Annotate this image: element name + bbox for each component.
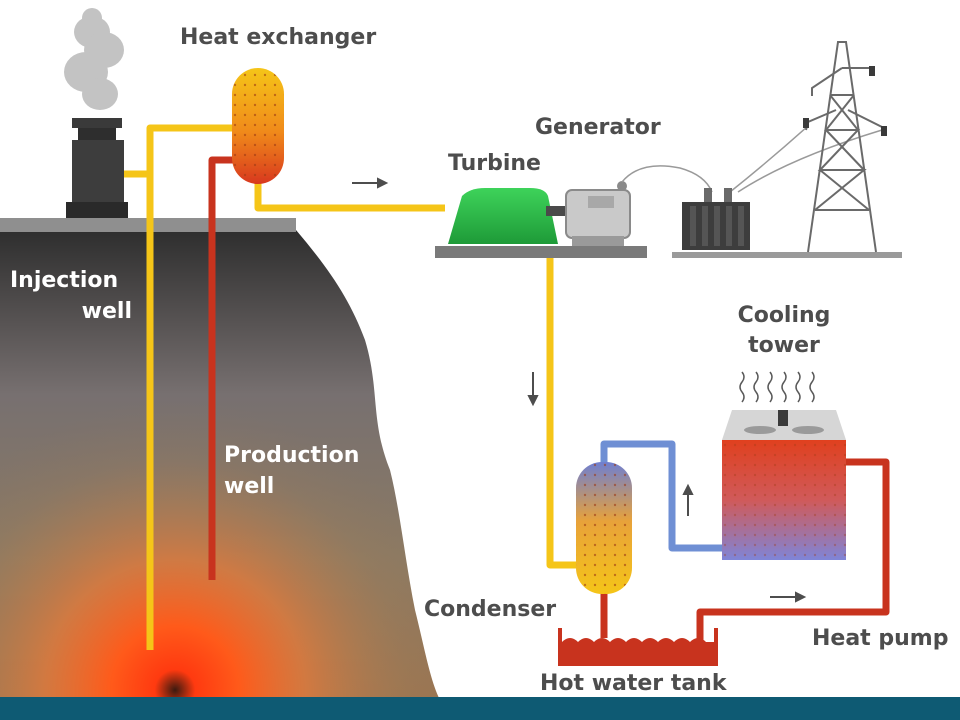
heat-exchanger (232, 68, 284, 184)
label-production-well-line1: Production (224, 443, 359, 468)
label-turbine: Turbine (448, 151, 541, 176)
condenser (576, 462, 632, 594)
flow-arrow-right-bottom (770, 591, 807, 603)
label-heat-pump: Heat pump (812, 626, 948, 651)
label-production-well-line2: well (224, 474, 274, 499)
label-heat-exchanger: Heat exchanger (180, 25, 376, 50)
flow-arrow-up (682, 483, 694, 516)
magma-glow (0, 230, 440, 700)
pylon-insulators (803, 66, 887, 136)
heat-waves-icon (739, 371, 815, 403)
stack-building (66, 118, 128, 218)
label-cooling-tower-line1: Cooling (738, 303, 831, 328)
hot-water-tank (558, 628, 718, 666)
hot-fluid-pipe (124, 124, 578, 650)
turbine-platform (435, 246, 647, 258)
flow-arrow-down (527, 372, 539, 407)
heat-pump-pipe (696, 458, 890, 640)
label-injection-well-line1: Injection (10, 268, 118, 293)
label-condenser: Condenser (424, 597, 556, 622)
steam-plume (64, 8, 124, 110)
transformer (682, 188, 750, 250)
flow-arrow-right-top (352, 177, 389, 189)
generator (565, 181, 631, 246)
electric-wires (621, 125, 883, 193)
label-generator: Generator (535, 115, 661, 140)
power-pylon (805, 41, 885, 253)
label-cooling-tower-line2: tower (748, 333, 820, 358)
power-ground (672, 252, 902, 258)
label-injection-well-line2: well (82, 299, 132, 324)
label-hot-water-tank: Hot water tank (540, 671, 728, 696)
production-pipe (208, 156, 238, 580)
cold-water-pipe (600, 440, 722, 552)
cooling-tower (722, 410, 846, 560)
turbine (448, 188, 566, 244)
bottom-bar (0, 697, 960, 720)
